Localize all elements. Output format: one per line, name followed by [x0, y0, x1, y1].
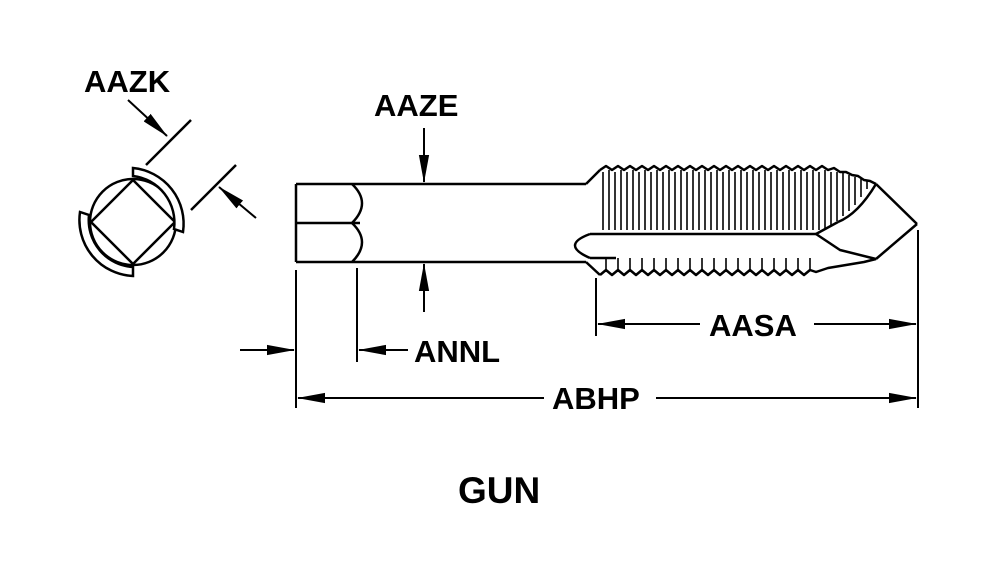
square-drive [89, 178, 177, 266]
tap-side-view [294, 164, 918, 277]
dimension-label-aaze: AAZE [374, 88, 459, 123]
end-view [78, 99, 257, 278]
dimension-label-abhp: ABHP [552, 381, 640, 416]
aazk-extension-1 [145, 119, 192, 166]
land-right [131, 166, 185, 234]
thread-crests-bottom [599, 257, 877, 277]
drawing-title: GUN [458, 470, 541, 511]
dimension-label-annl: ANNL [414, 334, 501, 369]
land-left [78, 210, 135, 278]
aazk-extension-2 [190, 164, 237, 211]
dimension-label-aasa: AASA [709, 308, 797, 343]
thread-hatching [602, 170, 868, 272]
dimension-lines [240, 128, 919, 408]
aazk-lower-arrow [218, 186, 257, 219]
thread-crests-top [599, 164, 877, 186]
dimension-label-aazk: AAZK [84, 64, 171, 99]
aazk-leader-arrow [127, 99, 168, 137]
